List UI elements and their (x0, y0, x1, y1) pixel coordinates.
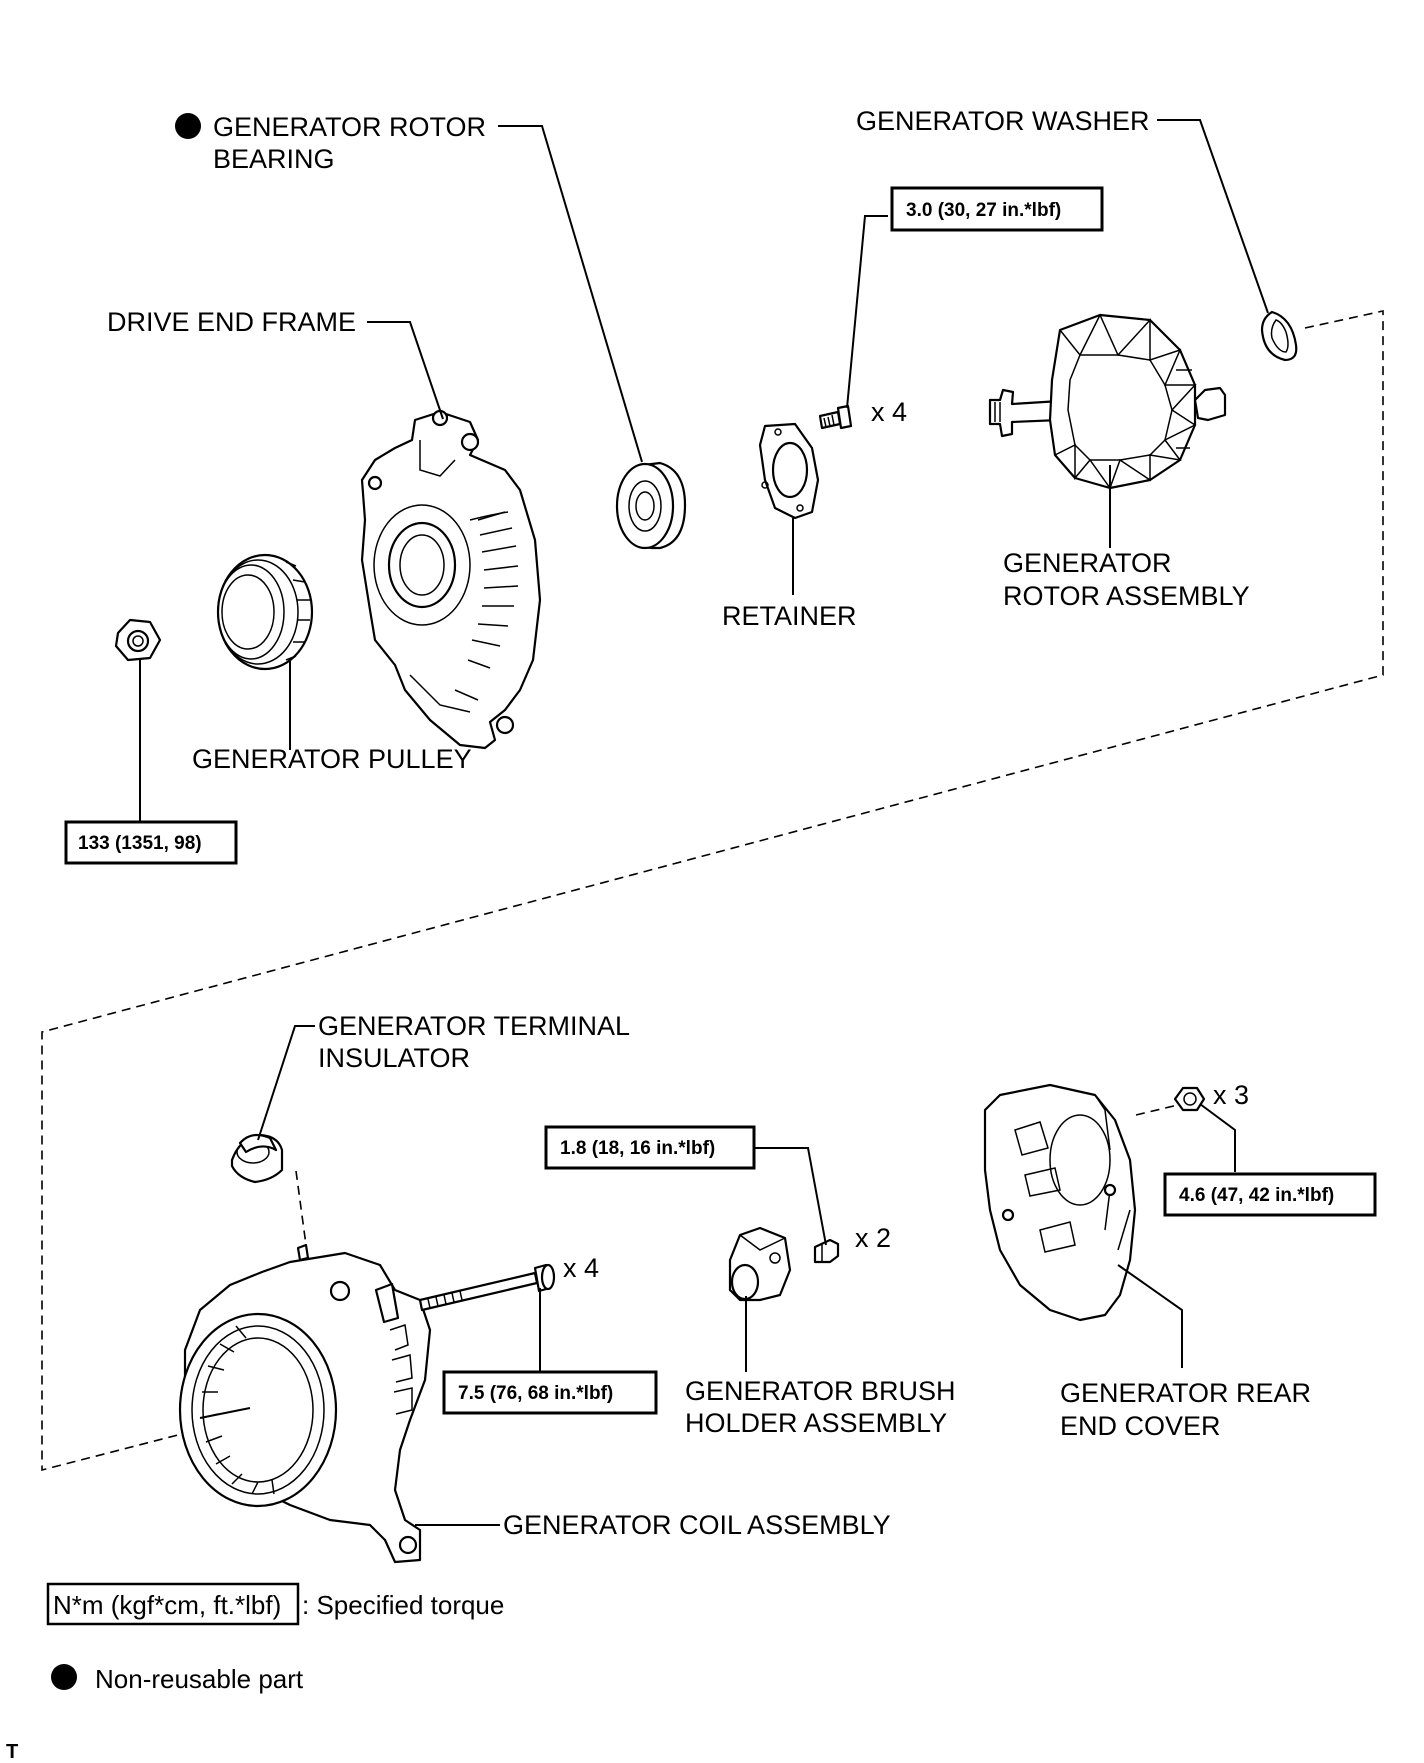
corner-mark: T (6, 1741, 18, 1763)
generator-washer-icon (1260, 310, 1298, 362)
terminal-insulator-icon (230, 1133, 284, 1184)
torque-box-retainer-screw: 3.0 (30, 27 in.*lbf) (890, 186, 1104, 232)
rotor-bearing-icon (615, 461, 687, 550)
generator-pulley-label: GENERATOR PULLEY (192, 744, 472, 774)
retainer-label: RETAINER (722, 601, 857, 631)
torque-box-rear-cover-nut: 4.6 (47, 42 in.*lbf) (1163, 1172, 1377, 1217)
legend-nonreusable-text: Non-reusable part (95, 1664, 304, 1694)
legend-torque-desc: : Specified torque (302, 1590, 504, 1620)
rear-cover-nut-icon (1173, 1086, 1206, 1112)
brush-holder-label-line1: GENERATOR BRUSH (685, 1376, 956, 1406)
drive-end-frame-icon (360, 409, 542, 750)
torque-value-retainer-screw: 3.0 (30, 27 in.*lbf) (906, 200, 1061, 221)
through-bolt-qty: x 4 (563, 1253, 599, 1283)
torque-value-rear-cover-nut: 4.6 (47, 42 in.*lbf) (1179, 1185, 1334, 1206)
generator-pulley-icon (216, 553, 314, 671)
rear-end-cover-label-line1: GENERATOR REAR (1060, 1378, 1311, 1408)
rotor-bearing-label-line2: BEARING (213, 144, 335, 174)
coil-assembly-label: GENERATOR COIL ASSEMBLY (503, 1510, 891, 1540)
brush-holder-icon (728, 1226, 792, 1302)
rear-end-cover-label-line2: END COVER (1060, 1411, 1221, 1441)
generator-rotor-assembly-icon (988, 313, 1227, 490)
retainer-screw-icon (818, 404, 853, 430)
brush-holder-label-line2: HOLDER ASSEMBLY (685, 1408, 947, 1438)
torque-box-brush-screw: 1.8 (18, 16 in.*lbf) (544, 1125, 756, 1170)
rotor-assembly-label-line2: ROTOR ASSEMBLY (1003, 581, 1250, 611)
brush-screw-qty: x 2 (855, 1223, 891, 1253)
generator-washer-label: GENERATOR WASHER (856, 106, 1150, 136)
pulley-nut-icon (114, 618, 162, 662)
legend-torque: N*m (kgf*cm, ft.*lbf) : Specified torque (46, 1582, 504, 1626)
torque-box-through-bolt: 7.5 (76, 68 in.*lbf) (442, 1370, 658, 1415)
torque-value-through-bolt: 7.5 (76, 68 in.*lbf) (458, 1383, 613, 1404)
legend-torque-unit: N*m (kgf*cm, ft.*lbf) (53, 1590, 281, 1620)
torque-box-pulley-nut: 133 (1351, 98) (64, 820, 238, 865)
through-bolt-icon (418, 1263, 556, 1312)
assembly-dashed-path (41, 310, 1384, 1472)
brush-screw-icon (813, 1238, 840, 1264)
torque-value-pulley-nut: 133 (1351, 98) (78, 833, 202, 854)
retainer-screw-qty: x 4 (871, 397, 907, 427)
torque-value-brush-screw: 1.8 (18, 16 in.*lbf) (560, 1138, 715, 1159)
legend-nonreusable-icon (51, 1664, 77, 1690)
drive-end-frame-label: DRIVE END FRAME (107, 307, 356, 337)
generator-rear-end-cover-icon (983, 1083, 1137, 1322)
leader-lines (139, 119, 1269, 1526)
generator-coil-assembly-icon (178, 1243, 432, 1564)
rear-cover-nut-qty: x 3 (1213, 1080, 1249, 1110)
retainer-icon (758, 422, 820, 520)
terminal-insulator-label-line2: INSULATOR (318, 1043, 470, 1073)
terminal-insulator-label-line1: GENERATOR TERMINAL (318, 1011, 630, 1041)
rotor-assembly-label-line1: GENERATOR (1003, 548, 1172, 578)
legend-nonreusable: Non-reusable part (51, 1664, 304, 1694)
nonreusable-marker-icon (175, 113, 201, 139)
rotor-bearing-label-line1: GENERATOR ROTOR (213, 112, 486, 142)
